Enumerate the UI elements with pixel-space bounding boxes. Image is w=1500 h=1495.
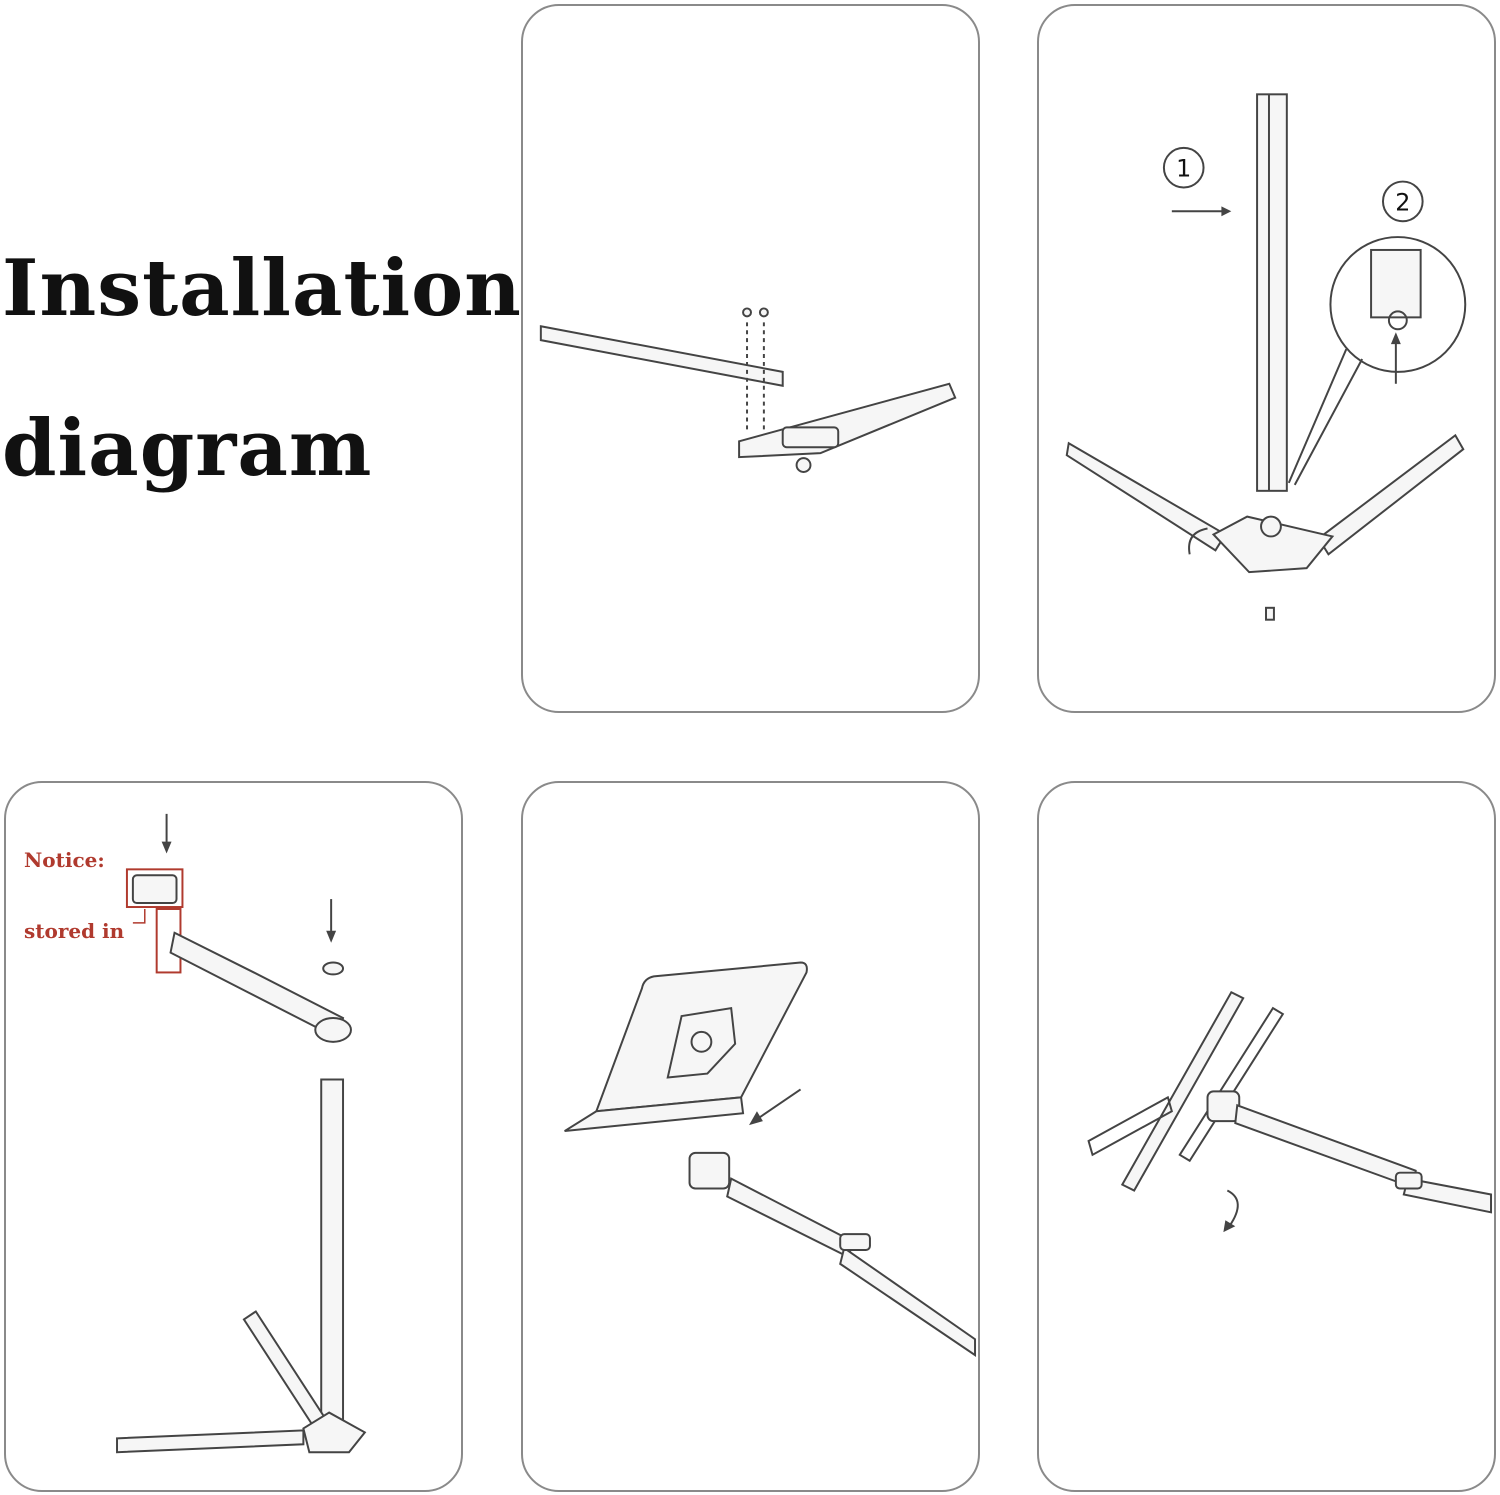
- base-right-leg: [1317, 433, 1465, 556]
- notice-highlight-box: [125, 868, 184, 909]
- back-leg: [242, 1310, 331, 1434]
- step-panel-arm-mount: Notice: stored in: [4, 781, 463, 1492]
- step-1-label: 1: [1176, 155, 1191, 183]
- base-leg-bar: [738, 382, 957, 459]
- step-panel-leg-assembly: [521, 4, 980, 713]
- stored-in-label: stored in: [24, 919, 125, 943]
- arm-collar: [314, 1017, 352, 1043]
- step-panel-vesa-plate: [521, 781, 980, 1492]
- leg-assembly-illustration: [539, 307, 957, 473]
- hub-knob-icon: [1260, 515, 1282, 538]
- base-hub: [781, 426, 840, 449]
- pole: [320, 1078, 345, 1438]
- title-line-2: diagram: [2, 403, 373, 494]
- arm-bar: [1234, 1103, 1417, 1190]
- arrow-right-head: [1221, 206, 1232, 217]
- detail-pole-end: [1370, 248, 1422, 319]
- arm-joint: [839, 1233, 871, 1251]
- bottom-screw-icon: [1265, 606, 1275, 621]
- arm-bar: [726, 1177, 852, 1260]
- pole: [1256, 93, 1288, 492]
- tilt-head: [1206, 1090, 1241, 1123]
- vesa-center-icon: [690, 1030, 713, 1053]
- arm-joint: [1394, 1171, 1423, 1190]
- loose-leg-bar: [539, 325, 784, 387]
- cap-icon: [322, 961, 345, 976]
- screw-icon-right: [758, 307, 769, 318]
- tilted-plate: [1120, 990, 1245, 1192]
- notice-label: Notice:: [24, 848, 105, 872]
- step-2-marker: [1381, 180, 1424, 223]
- base-hub: [1211, 515, 1335, 574]
- base-left-leg: [1065, 441, 1227, 552]
- knob-icon: [795, 457, 812, 473]
- ghost-arm: [1087, 1095, 1174, 1157]
- vesa-plate-illustration: [564, 961, 977, 1357]
- vesa-cross-icon: [666, 1006, 737, 1079]
- detail-zoom-circle: [1329, 236, 1467, 373]
- step-1-marker: [1162, 146, 1205, 189]
- step-2-label: 2: [1395, 188, 1410, 216]
- step-panel-tilt-adjust: [1037, 781, 1496, 1492]
- detail-hole-icon: [1387, 310, 1408, 331]
- title-line-1: Installation: [2, 243, 522, 334]
- upper-arm: [169, 931, 345, 1040]
- base-hub: [302, 1411, 367, 1454]
- step-panel-pole-insert: 1 2: [1037, 4, 1496, 713]
- screw-icon-left: [742, 307, 752, 318]
- tilt-adjust-illustration: [1087, 990, 1493, 1233]
- arrow-up-head: [1390, 332, 1401, 345]
- arm-mount-illustration: [116, 813, 367, 1454]
- pole-insert-illustration: 1 2: [1065, 93, 1467, 621]
- tilt-head: [688, 1151, 731, 1190]
- arrow-in-icon: [756, 1088, 802, 1120]
- rotate-arrow-icon: [1188, 527, 1208, 555]
- vesa-head-part: [131, 874, 178, 905]
- front-leg: [116, 1429, 305, 1454]
- plate-bottom-lip: [564, 1096, 745, 1133]
- rotate-arrow-icon: [1226, 1189, 1239, 1227]
- lower-arm-bar: [839, 1246, 977, 1357]
